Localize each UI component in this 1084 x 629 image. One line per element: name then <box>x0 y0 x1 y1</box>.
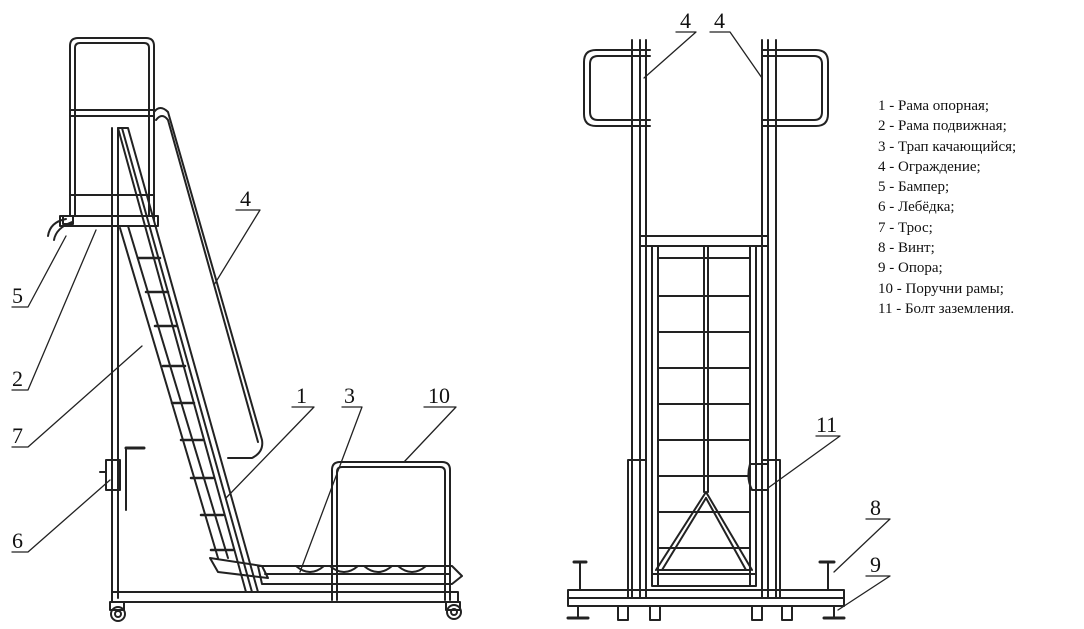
callout-front-4b: 4 <box>714 8 725 33</box>
callout-front-8: 8 <box>870 495 881 520</box>
grounding-bolt <box>747 463 769 491</box>
frame-handrail <box>331 461 451 601</box>
legend-item: 3 - Трап качающийся; <box>878 138 1017 155</box>
left-guard <box>583 49 651 127</box>
legend: 1 - Рама опорная; 2 - Рама подвижная; 3 … <box>878 96 1016 319</box>
legend-item: 4 - Ограждение; <box>878 158 981 175</box>
callout-side-7: 7 <box>12 423 23 448</box>
supports <box>566 605 846 621</box>
platform-deck <box>59 215 159 227</box>
wheels <box>109 601 462 622</box>
callout-side-4: 4 <box>240 186 251 211</box>
legend-item: 1 - Рама опорная; <box>878 98 990 114</box>
legend-item: 7 - Трос; <box>878 219 933 236</box>
legend-item: 6 - Лебёдка; <box>878 199 955 216</box>
callout-front-11: 11 <box>816 412 837 437</box>
legend-item: 5 - Бампер; <box>878 179 950 196</box>
callout-side-2: 2 <box>12 366 23 391</box>
callout-front-4a: 4 <box>680 8 691 33</box>
winch <box>99 446 146 511</box>
ladder-treads <box>136 256 235 552</box>
base-frame <box>111 591 459 603</box>
callout-side-3: 3 <box>344 383 355 408</box>
callout-side-5: 5 <box>12 283 23 308</box>
legend-item: 2 - Рама подвижная; <box>878 118 1007 135</box>
callout-front-9: 9 <box>870 552 881 577</box>
right-guard <box>761 49 829 127</box>
ladder-handrail <box>153 107 264 459</box>
platform-guardrail <box>69 37 155 221</box>
legend-item: 11 - Болт заземления. <box>878 300 1015 317</box>
legend-item: 9 - Опора; <box>878 260 943 277</box>
legend-item: 10 - Поручни рамы; <box>878 280 1004 297</box>
callout-side-6: 6 <box>12 528 23 553</box>
side-view <box>47 37 463 622</box>
leader-lines <box>11 31 891 611</box>
legend-item: 8 - Винт; <box>878 240 935 257</box>
swinging-ramp <box>257 565 463 585</box>
jack-screws <box>572 560 836 591</box>
callout-side-10: 10 <box>428 383 450 408</box>
callout-side-1: 1 <box>296 383 307 408</box>
front-view <box>566 39 846 621</box>
